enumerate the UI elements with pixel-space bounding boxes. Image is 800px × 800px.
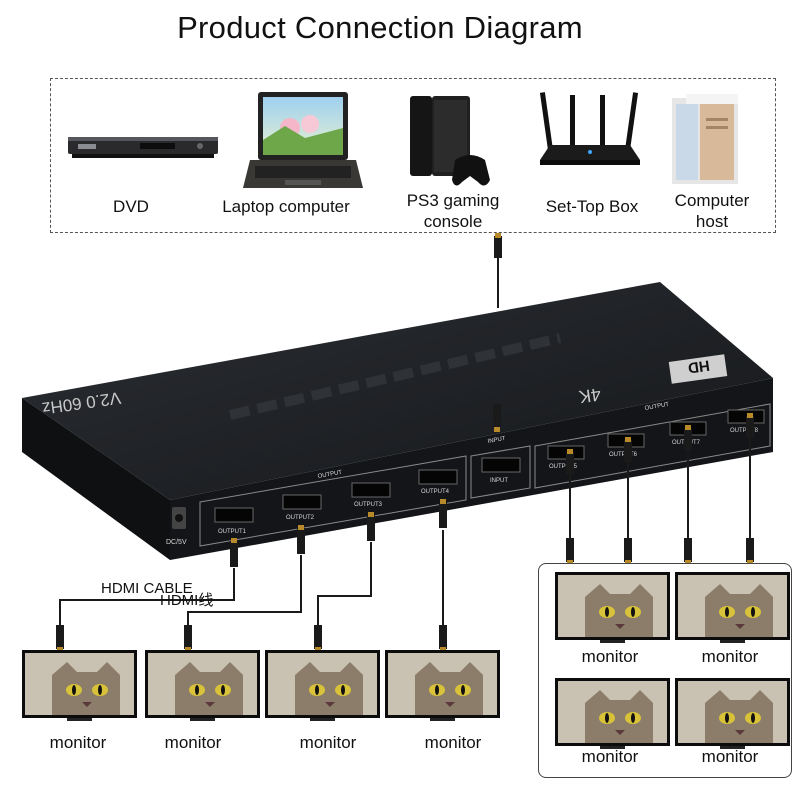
port-label-input: INPUT — [490, 478, 508, 484]
computer-host-icon — [672, 94, 738, 184]
output-group-right-frame — [534, 403, 771, 489]
power-label: DC/5V — [166, 539, 187, 546]
hdmi-port-input — [481, 457, 521, 473]
hdmi-port-output4 — [418, 469, 458, 485]
hdmi-cable-label-cn: HDMI线 — [160, 592, 214, 609]
port-label-output3: OUTPUT3 — [354, 502, 383, 508]
output-group-left-frame — [199, 455, 467, 547]
monitor-label-6: monitor — [701, 647, 759, 666]
hdmi-cable-label: HDMI CABLE — [101, 580, 193, 597]
output-group-left-label: OUTPUT — [317, 470, 343, 480]
monitor-label-5: monitor — [581, 647, 639, 666]
ps3-console-icon — [410, 96, 490, 186]
monitor-label-4: monitor — [424, 733, 482, 752]
hdmi-port-output3 — [351, 482, 391, 498]
monitor-label-3: monitor — [299, 733, 357, 752]
port-label-output2: OUTPUT2 — [286, 515, 315, 521]
input-cable — [494, 233, 502, 308]
monitor-group-right-box — [538, 563, 792, 778]
hdmi-port-output2 — [282, 494, 322, 510]
output-plugs-right — [566, 413, 754, 564]
monitor-label-7: monitor — [581, 747, 639, 766]
source-label-settop: Set-Top Box — [545, 197, 639, 216]
monitor-icon — [385, 650, 500, 721]
source-label-laptop: Laptop computer — [222, 197, 350, 216]
device-4k-text: 4K — [578, 384, 603, 407]
port-label-output1: OUTPUT1 — [218, 529, 247, 535]
port-label-output5: OUTPUT5 — [549, 464, 578, 470]
monitor-icon — [22, 650, 137, 721]
laptop-icon — [243, 92, 363, 188]
source-label-ps3: PS3 gaming console — [406, 191, 500, 231]
hdmi-splitter-device — [22, 282, 773, 560]
input-plug — [493, 404, 501, 432]
port-label-output6: OUTPUT6 — [609, 452, 638, 458]
dvd-player-icon — [68, 137, 218, 158]
output-plugs-left — [56, 499, 447, 651]
port-label-output8: OUTPUT8 — [730, 428, 759, 434]
input-group-frame — [470, 445, 531, 499]
monitor-icon — [145, 650, 260, 721]
svg-text:HD: HD — [687, 356, 711, 376]
power-jack — [172, 507, 186, 529]
output-group-right-label: OUTPUT — [644, 402, 670, 412]
monitor-label-1: monitor — [49, 733, 107, 752]
output-cables-left — [59, 530, 444, 632]
monitor-label-2: monitor — [164, 733, 222, 752]
input-group-label: INPUT — [487, 436, 506, 445]
output-cables-right — [569, 426, 751, 545]
hd-badge: HD — [668, 354, 728, 384]
monitor-icon — [265, 650, 380, 721]
diagram-title: Product Connection Diagram — [177, 10, 583, 45]
source-devices-box — [50, 78, 776, 233]
router-icon — [539, 92, 640, 165]
monitor-label-8: monitor — [701, 747, 759, 766]
hdmi-port-output1 — [214, 507, 254, 523]
port-label-output4: OUTPUT4 — [421, 489, 450, 495]
source-label-dvd: DVD — [113, 197, 149, 216]
source-label-computer: Computer host — [674, 191, 750, 231]
